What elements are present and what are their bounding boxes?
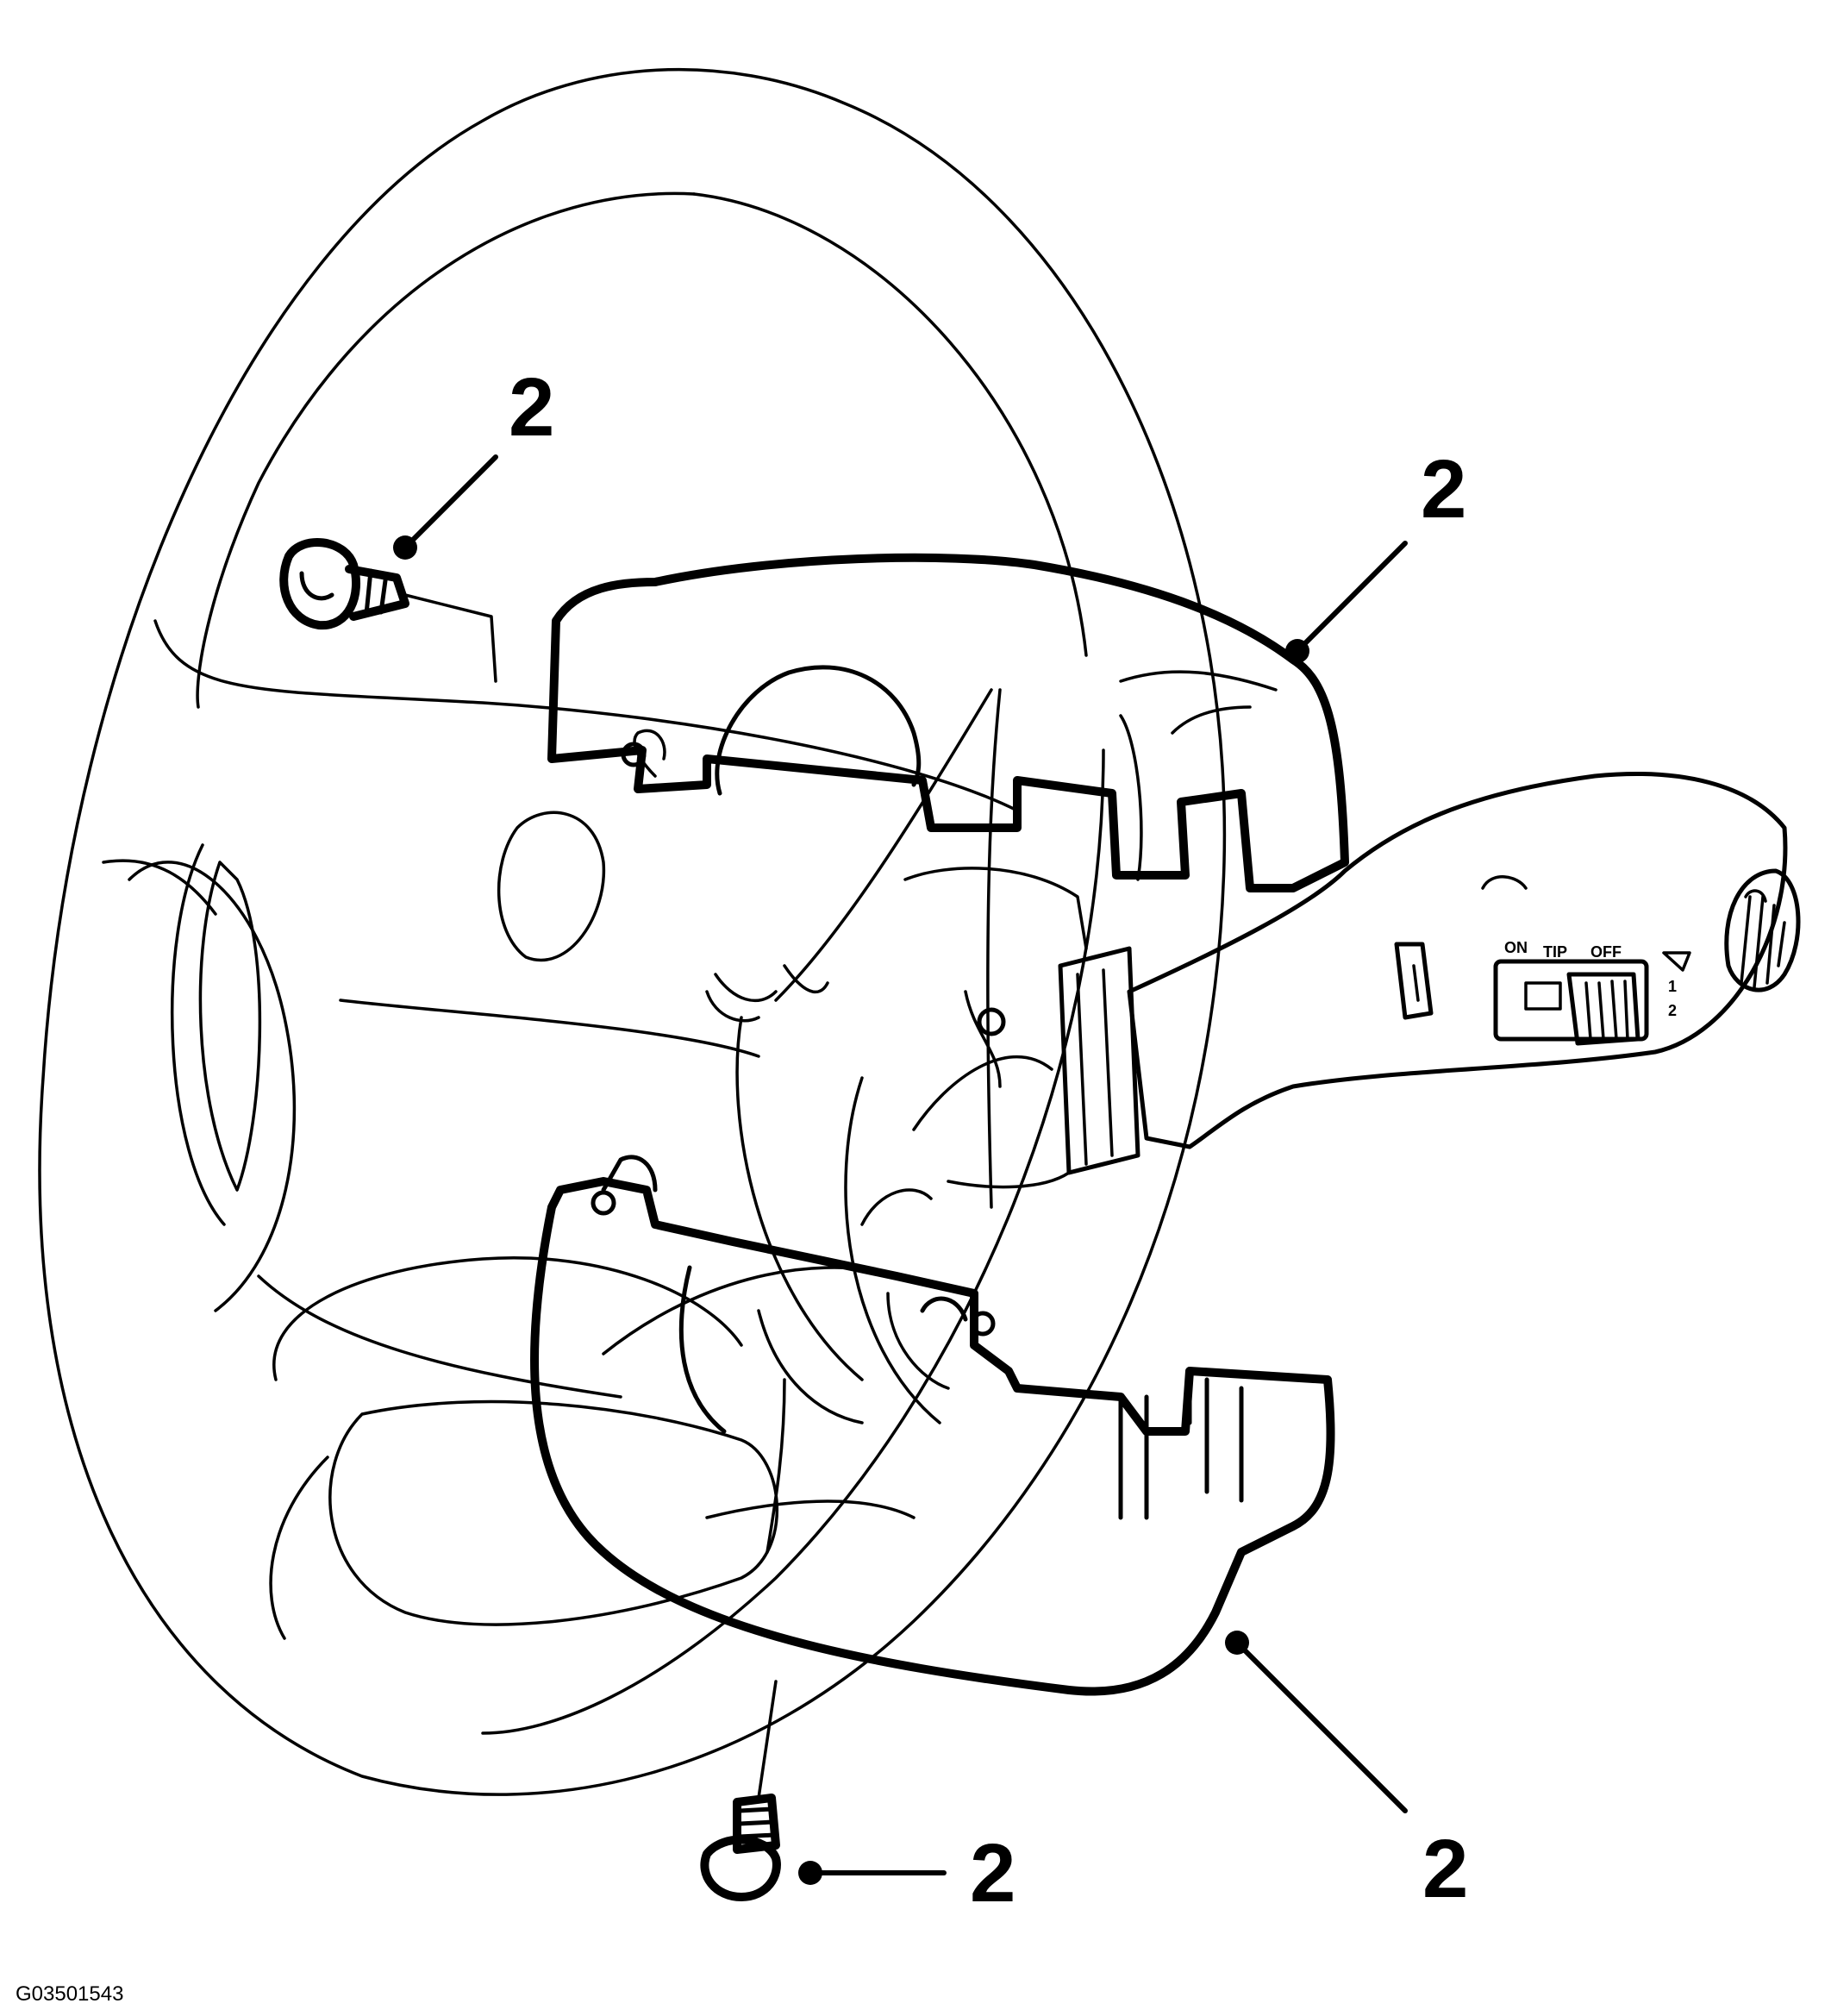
switch-label-tip: TIP	[1543, 943, 1567, 961]
steering-wheel	[38, 67, 1227, 1796]
lower-screw	[700, 1680, 781, 1901]
callout-bottom: 2	[798, 1827, 1015, 1919]
switch-label-on: ON	[1504, 939, 1528, 956]
callout-label: 2	[1421, 443, 1466, 535]
wiper-switch-stalk: ON TIP OFF 1 2	[714, 772, 1801, 1189]
switch-label-position-1: 1	[1668, 978, 1677, 995]
lower-column-cover	[530, 1155, 1335, 1696]
switch-label-position-2: 2	[1668, 1002, 1677, 1019]
callout-label: 2	[1422, 1823, 1468, 1915]
upper-screw	[279, 538, 497, 683]
callout-label: 2	[970, 1827, 1015, 1919]
fastener-holes	[591, 742, 1006, 1337]
callout-upper-right: 2	[1285, 443, 1466, 663]
callout-label: 2	[509, 361, 554, 454]
figure-id: G03501543	[16, 1982, 123, 2006]
switch-label-off: OFF	[1590, 943, 1622, 961]
callout-upper-left: 2	[393, 361, 554, 560]
callout-lower-right: 2	[1225, 1631, 1468, 1915]
